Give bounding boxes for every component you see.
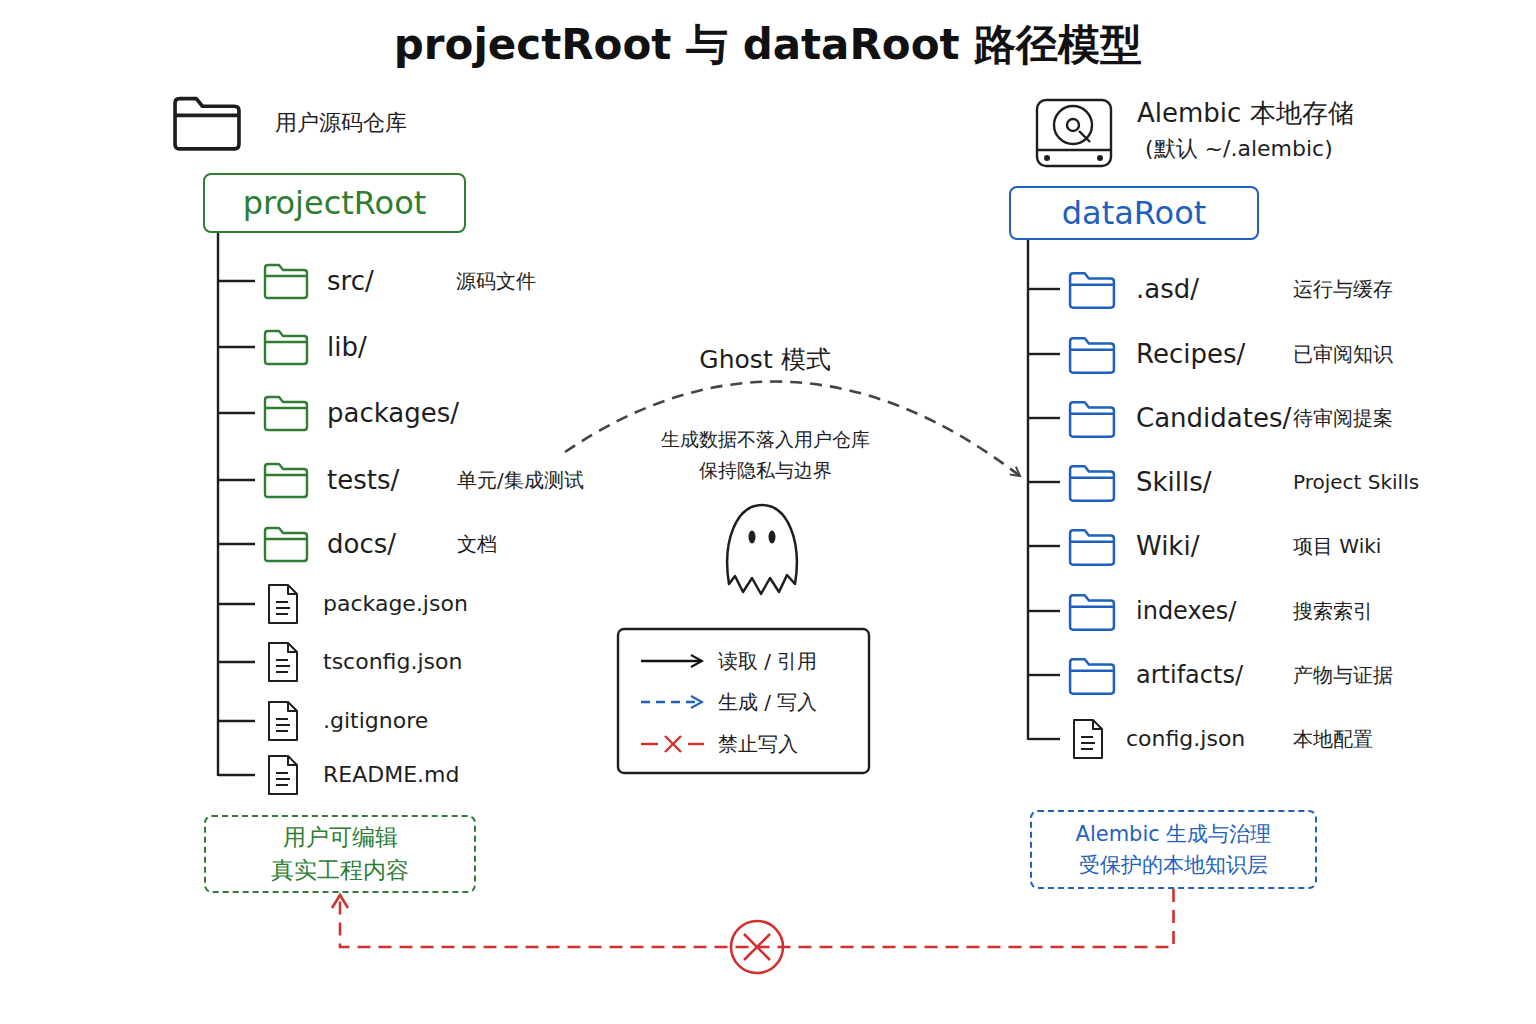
folder-icons <box>1070 273 1114 693</box>
text-label: packages/ <box>327 397 459 430</box>
page-title: projectRoot 与 dataRoot 路径模型 <box>394 19 1142 72</box>
text-label: 搜索索引 <box>1293 599 1373 624</box>
text-label: .asd/ <box>1136 273 1199 306</box>
root-box: projectRoot <box>203 173 466 233</box>
text-label: Project Skills <box>1293 470 1419 495</box>
text-label: Skills/ <box>1136 466 1212 499</box>
text-label: 待审阅提案 <box>1293 406 1393 431</box>
legend-sample <box>641 701 702 703</box>
text-label: config.json <box>1126 725 1245 753</box>
text-label: 文档 <box>457 532 497 557</box>
drive-icon <box>1037 100 1111 166</box>
text-label: 运行与缓存 <box>1293 277 1393 302</box>
text-label: 本地配置 <box>1293 727 1373 752</box>
forbidden-mark <box>731 921 783 973</box>
node-text: Alembic 生成与治理 受保护的本地知识层 <box>1059 819 1289 880</box>
text-label: 用户源码仓库 <box>275 109 407 137</box>
text-label: package.json <box>323 590 468 618</box>
tree-lines <box>218 233 255 776</box>
node-text: dataRoot <box>1062 190 1207 236</box>
file-icons <box>269 585 297 794</box>
text-label: src/ <box>327 265 374 298</box>
text-label: .gitignore <box>323 707 428 735</box>
text-label: lib/ <box>327 331 367 364</box>
tree-lines <box>1028 240 1060 740</box>
text-label: Alembic 本地存储 <box>1137 97 1354 130</box>
note-box: 用户可编辑 真实工程内容 <box>204 815 476 893</box>
text-label: 源码文件 <box>456 269 536 294</box>
node-text: projectRoot <box>243 180 427 226</box>
note-box: Alembic 生成与治理 受保护的本地知识层 <box>1030 810 1317 889</box>
ghost-figure <box>727 505 797 594</box>
folder-icon <box>175 99 239 149</box>
text-label: Ghost 模式 <box>699 344 830 375</box>
text-label: 已审阅知识 <box>1293 342 1393 367</box>
text-label: (默认 ~/.alembic) <box>1145 135 1333 163</box>
text-label: tests/ <box>327 464 399 497</box>
legend-text: 禁止写入 <box>718 732 798 757</box>
legend-text: 生成 / 写入 <box>718 690 817 715</box>
text-label: Recipes/ <box>1136 338 1245 371</box>
text-label: artifacts/ <box>1136 660 1243 690</box>
folder-icons <box>265 265 307 561</box>
text-label: 产物与证据 <box>1293 663 1393 688</box>
text-label: tsconfig.json <box>323 648 462 676</box>
legend-frame <box>618 629 869 773</box>
text-label: docs/ <box>327 528 396 561</box>
node-text: 用户可编辑 真实工程内容 <box>245 821 435 888</box>
arrow-head <box>332 895 348 908</box>
root-box: dataRoot <box>1009 186 1259 240</box>
text-label: indexes/ <box>1136 596 1236 626</box>
text-label: README.md <box>323 761 459 789</box>
connector-line <box>340 889 1174 947</box>
legend-sample <box>641 660 702 662</box>
legend-sample <box>641 736 704 752</box>
text-label: 生成数据不落入用户仓库 保持隐私与边界 <box>643 424 888 487</box>
file-icon <box>1074 720 1102 758</box>
text-label: Candidates/ <box>1136 402 1291 435</box>
legend-text: 读取 / 引用 <box>718 649 817 674</box>
text-label: 单元/集成测试 <box>457 468 584 493</box>
forbidden-connector <box>332 889 1174 947</box>
text-label: Wiki/ <box>1136 530 1199 563</box>
text-label: 项目 Wiki <box>1293 534 1381 559</box>
